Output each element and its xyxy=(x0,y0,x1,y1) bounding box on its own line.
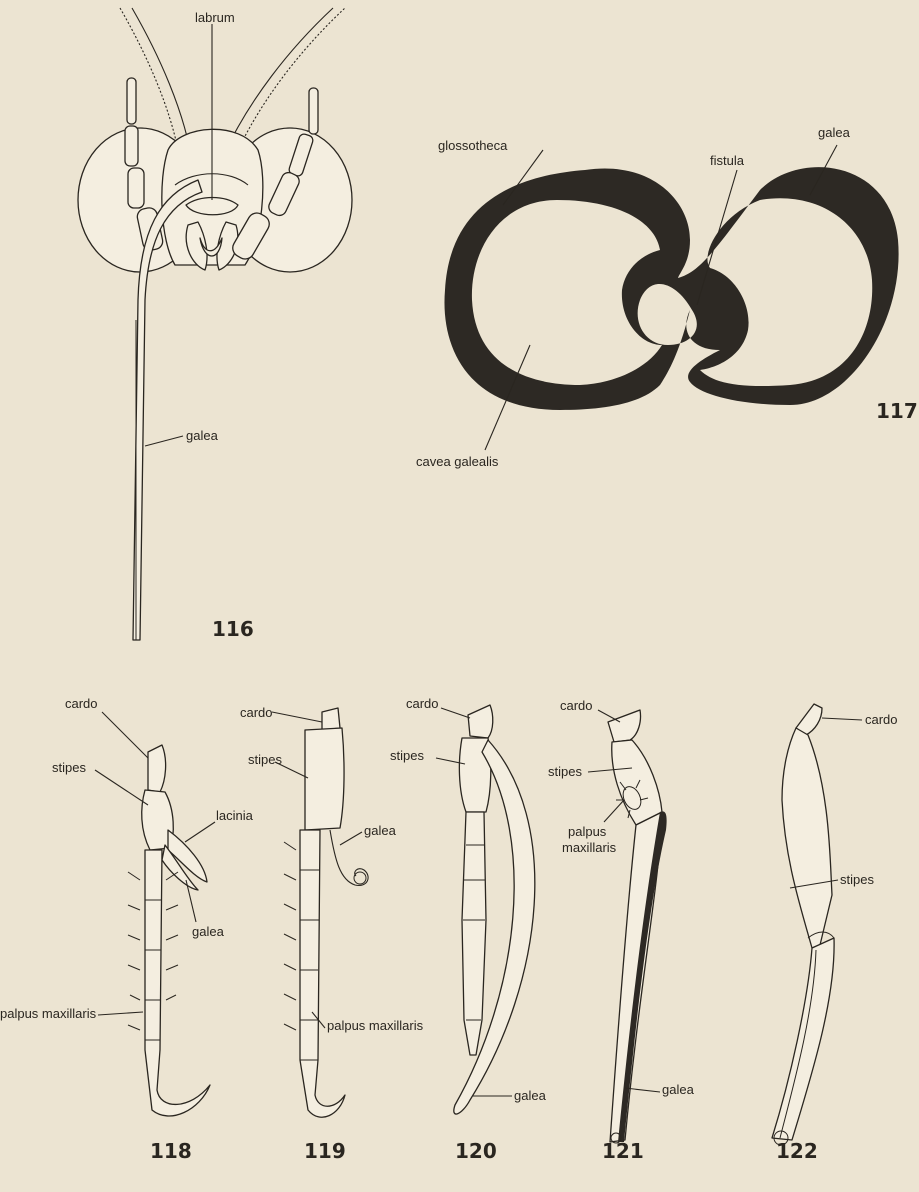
fig121-galea-label: galea xyxy=(662,1082,695,1097)
cross-section-shape xyxy=(444,167,898,410)
fig122-stipes-label: stipes xyxy=(840,872,874,887)
figure-117-proboscis-cross-section: glossotheca fistula galea cavea galealis… xyxy=(416,125,918,469)
figure-number-119: 119 xyxy=(304,1139,346,1163)
fig116-labrum-label: labrum xyxy=(195,10,235,25)
figure-number-120: 120 xyxy=(455,1139,497,1163)
figure-121-maxilla: cardo stipes palpus maxillaris galea 121 xyxy=(548,698,695,1163)
fig118-galea-label: galea xyxy=(192,924,225,939)
fig119-palpus-maxillaris-label: palpus maxillaris xyxy=(327,1018,424,1033)
fig121-palpus-label: palpus xyxy=(568,824,607,839)
fig120-cardo xyxy=(468,705,493,738)
fig121-maxillaris-label: maxillaris xyxy=(562,840,617,855)
fig121-cardo-label: cardo xyxy=(560,698,593,713)
figure-number-121: 121 xyxy=(602,1139,644,1163)
figure-number-116: 116 xyxy=(212,617,254,641)
figure-118-maxilla: cardo stipes lacinia galea palpus maxill… xyxy=(0,696,254,1163)
figure-122-maxilla: cardo stipes 122 xyxy=(772,704,898,1163)
fig120-stipes-label: stipes xyxy=(390,748,424,763)
figure-number-117: 117 xyxy=(876,399,918,423)
fig119-cardo xyxy=(322,708,340,730)
fig116-galea-label: galea xyxy=(186,428,219,443)
fig121-stipes-label: stipes xyxy=(548,764,582,779)
fig120-palp xyxy=(462,812,486,1055)
fig120-cardo-label: cardo xyxy=(406,696,439,711)
fig118-cardo-label: cardo xyxy=(65,696,98,711)
fig117-fistula-label: fistula xyxy=(710,153,745,168)
figure-119-maxilla: cardo stipes galea palpus maxillaris 119 xyxy=(240,705,424,1163)
figure-number-118: 118 xyxy=(150,1139,192,1163)
fig117-glossotheca-label: glossotheca xyxy=(438,138,508,153)
fig121-cardo xyxy=(608,710,641,742)
fig118-lacinia-label: lacinia xyxy=(216,808,254,823)
fig119-cardo-label: cardo xyxy=(240,705,273,720)
figure-120-maxilla: cardo stipes galea 120 xyxy=(390,696,547,1163)
fig121-stipes xyxy=(612,740,662,825)
fig118-cardo xyxy=(148,745,166,792)
fig120-galea-label: galea xyxy=(514,1088,547,1103)
fig117-galea-label: galea xyxy=(818,125,851,140)
fig119-galea-label: galea xyxy=(364,823,397,838)
fig118-palpus-maxillaris-label: palpus maxillaris xyxy=(0,1006,97,1021)
figure-116-head-front-view: labrum galea 116 xyxy=(78,8,352,641)
fig119-stipes xyxy=(305,728,344,830)
fig122-cardo-label: cardo xyxy=(865,712,898,727)
fig118-stipes-label: stipes xyxy=(52,760,86,775)
fig118-palp xyxy=(145,850,210,1116)
fig119-galea-coiled xyxy=(330,830,368,885)
figure-number-122: 122 xyxy=(776,1139,818,1163)
fig122-stipes xyxy=(782,728,832,948)
fig122-galea xyxy=(772,938,834,1140)
fig119-palp xyxy=(300,830,345,1117)
fig117-cavea-galealis-label: cavea galealis xyxy=(416,454,499,469)
fig119-stipes-label: stipes xyxy=(248,752,282,767)
